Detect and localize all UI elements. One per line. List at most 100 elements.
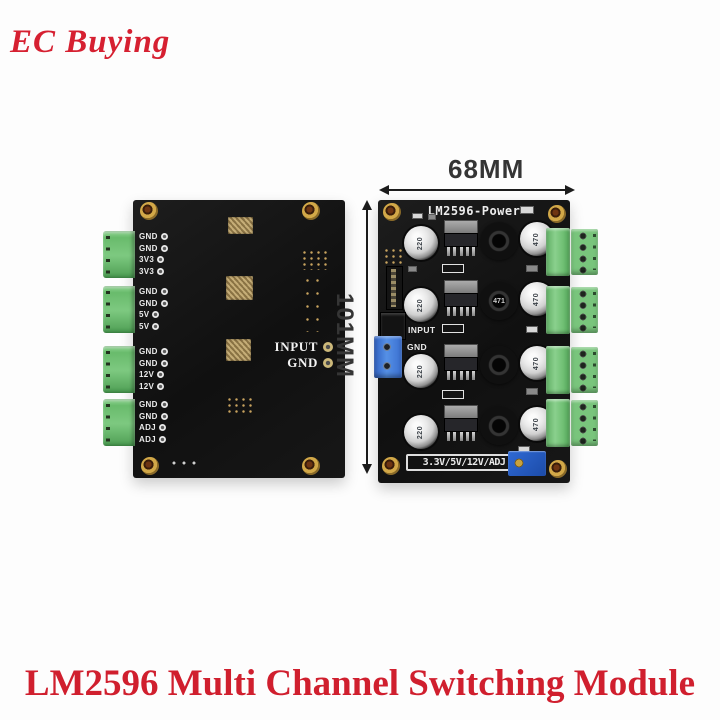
output-terminal-2 bbox=[546, 286, 570, 334]
output-terminal-4-screws bbox=[571, 400, 598, 446]
solder-pad bbox=[157, 382, 165, 390]
silkscreen-title: LM2596-Power bbox=[427, 204, 521, 218]
pin-label-row: 3V3 bbox=[139, 266, 185, 278]
brand-logo: EC Buying bbox=[10, 24, 171, 60]
solder-pad bbox=[152, 322, 160, 330]
solder-pad bbox=[158, 435, 166, 443]
capacitor-marking: 470 bbox=[533, 417, 541, 431]
capacitor-marking: 470 bbox=[533, 292, 541, 306]
pin-label-row: 12V bbox=[139, 381, 185, 393]
pin-label: GND bbox=[139, 232, 158, 242]
pin-label: GND bbox=[139, 243, 158, 253]
output-terminal-1 bbox=[546, 228, 570, 276]
pin-label-row: 5V bbox=[139, 309, 185, 321]
gnd-label: GND bbox=[407, 342, 428, 352]
gnd-pad-row: GND bbox=[245, 355, 333, 371]
input-pad-row: INPUT bbox=[245, 339, 333, 355]
inductor bbox=[480, 346, 518, 384]
pin-label-row: GND bbox=[139, 411, 185, 423]
pin-header-connector bbox=[386, 266, 403, 310]
pcb-back-view: GND GND 3V3 3V3 GND GND 5V 5V GND GND 12… bbox=[103, 200, 345, 478]
terminal-block-3v3 bbox=[103, 231, 135, 278]
capacitor-marking: 220 bbox=[417, 236, 425, 250]
lm2596-regulator bbox=[444, 344, 478, 380]
lm2596-regulator bbox=[444, 280, 478, 316]
lm2596-regulator bbox=[444, 405, 478, 441]
mounting-hole bbox=[302, 202, 320, 220]
mounting-hole bbox=[302, 457, 320, 475]
buck-channel-2: 220 471 470 bbox=[378, 280, 570, 333]
pin-label: GND bbox=[139, 347, 158, 357]
inductor bbox=[480, 222, 518, 260]
mounting-hole bbox=[140, 202, 158, 220]
solder-pad-area bbox=[226, 276, 253, 300]
smd-component bbox=[526, 388, 538, 395]
output-terminal-3 bbox=[546, 346, 570, 394]
buck-channel-1: 220 470 bbox=[378, 220, 570, 273]
pin-label: 3V3 bbox=[139, 266, 155, 276]
solder-pad bbox=[160, 348, 168, 356]
solder-pad bbox=[157, 256, 165, 264]
input-connector bbox=[380, 312, 406, 340]
pin-label-row: 12V bbox=[139, 369, 185, 381]
capacitor-marking: 220 bbox=[417, 298, 425, 312]
solder-pad-area bbox=[228, 217, 253, 234]
terminal-block-adj bbox=[103, 399, 135, 446]
width-dimension-arrow bbox=[379, 185, 575, 195]
pin-label: 5V bbox=[139, 310, 150, 320]
pin-label: 12V bbox=[139, 370, 155, 380]
smd-component bbox=[526, 326, 538, 333]
solder-pad bbox=[152, 311, 160, 319]
terminal-labels-5v: GND GND 5V 5V bbox=[139, 286, 185, 332]
pin-label-row: GND bbox=[139, 358, 185, 370]
solder-pad-area bbox=[226, 339, 251, 361]
pin-label-row: GND bbox=[139, 243, 185, 255]
pin-label: GND bbox=[139, 411, 158, 421]
pin-label: GND bbox=[139, 287, 158, 297]
mounting-hole bbox=[382, 457, 400, 475]
smd-component bbox=[428, 214, 436, 220]
terminal-labels-12v: GND GND 12V 12V bbox=[139, 346, 185, 392]
pin-label-row: ADJ bbox=[139, 422, 185, 434]
terminal-block-5v bbox=[103, 286, 135, 333]
gnd-pad bbox=[323, 358, 333, 368]
solder-pad bbox=[160, 412, 168, 420]
pin-label-row: GND bbox=[139, 298, 185, 310]
capacitor-marking: 220 bbox=[417, 364, 425, 378]
input-pad bbox=[323, 342, 333, 352]
input-label: INPUT bbox=[408, 325, 436, 335]
lm2596-regulator bbox=[444, 220, 478, 256]
capacitor-marking: 220 bbox=[417, 425, 425, 439]
terminal-block-12v bbox=[103, 346, 135, 393]
pin-label-row: GND bbox=[139, 399, 185, 411]
pin-label: 3V3 bbox=[139, 255, 155, 265]
input-capacitor: 220 bbox=[404, 415, 438, 449]
inductor-marking: 471 bbox=[493, 297, 505, 305]
pin-label: 12V bbox=[139, 381, 155, 391]
input-capacitor: 220 bbox=[404, 288, 438, 322]
capacitor-marking: 470 bbox=[533, 356, 541, 370]
pcb-front-view: LM2596-Power 220 470 220 471 470 bbox=[374, 200, 598, 483]
pin-label: GND bbox=[139, 358, 158, 368]
diode-silkscreen bbox=[442, 390, 464, 399]
capacitor-marking: 470 bbox=[533, 232, 541, 246]
pin-label-row: 5V bbox=[139, 321, 185, 333]
inductor: 471 bbox=[480, 282, 518, 320]
smd-component bbox=[526, 265, 538, 272]
solder-pad bbox=[160, 401, 168, 409]
terminal-labels-adj: GND GND ADJ ADJ bbox=[139, 399, 185, 445]
terminal-labels-3v3: GND GND 3V3 3V3 bbox=[139, 231, 185, 277]
via-grid bbox=[384, 248, 405, 267]
pin-label: ADJ bbox=[139, 434, 156, 444]
mounting-hole bbox=[383, 203, 401, 221]
voltage-options-silkscreen: 3.3V/5V/12V/ADJ bbox=[406, 454, 522, 471]
pin-label-row: ADJ bbox=[139, 434, 185, 446]
output-terminal-1-screws bbox=[571, 229, 598, 275]
output-terminal-2-screws bbox=[571, 287, 598, 333]
pin-label: 5V bbox=[139, 321, 150, 331]
trimmer-potentiometer bbox=[508, 451, 546, 476]
gnd-label: GND bbox=[287, 355, 318, 370]
smd-component bbox=[520, 206, 534, 214]
width-dimension-label: 68MM bbox=[448, 154, 525, 184]
